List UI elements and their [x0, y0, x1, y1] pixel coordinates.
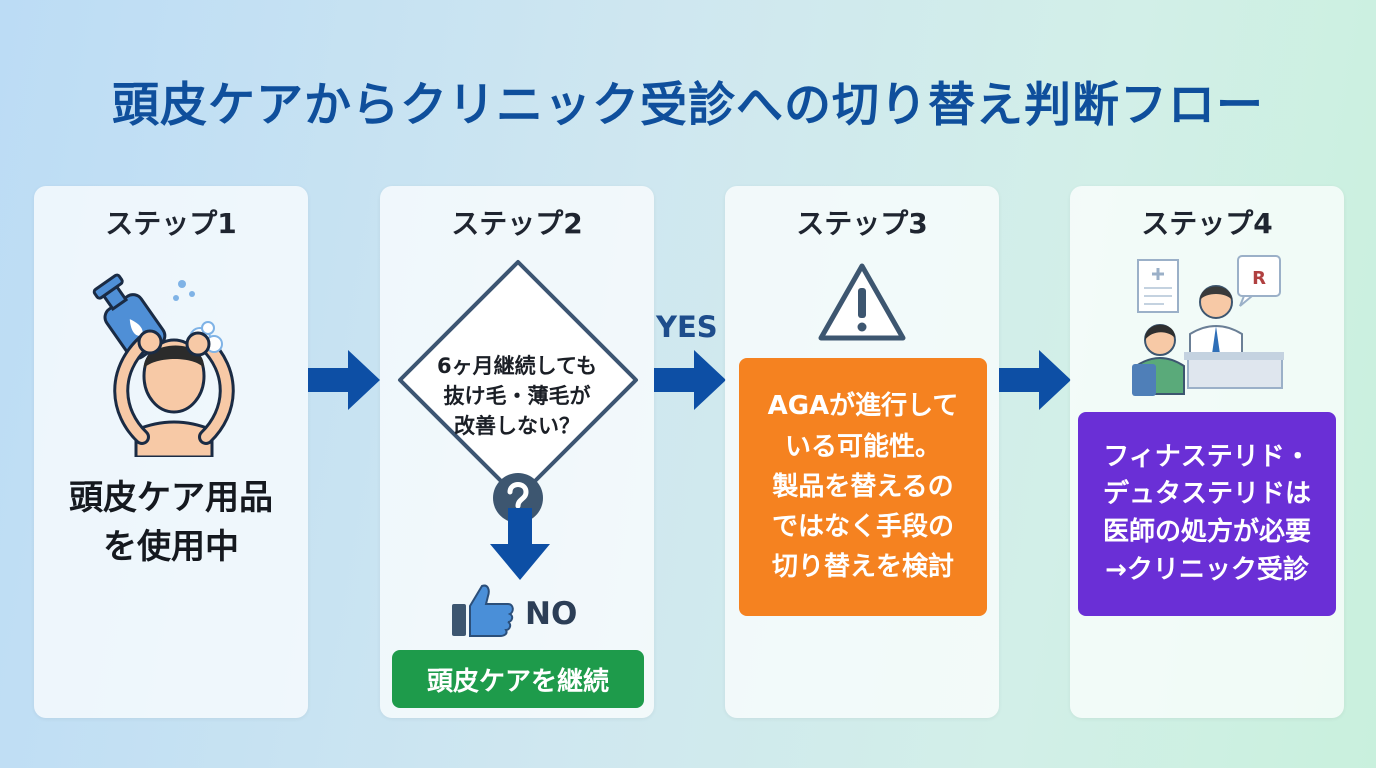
svg-text:R: R	[1252, 268, 1266, 289]
step-2-card: ステップ2 6ヶ月継続しても 抜け毛・薄毛が 改善しない？ NO 頭皮ケアを継続	[380, 186, 654, 718]
doctor-consultation-icon: R	[1132, 255, 1284, 396]
decision-question: 6ヶ月継続しても 抜け毛・薄毛が 改善しない？	[437, 354, 597, 438]
prescription-needed-box: フィナステリド・ デュタステリドは 医師の処方が必要 →クリニック受診	[1078, 412, 1336, 616]
page-title: 頭皮ケアからクリニック受診への切り替え判断フロー	[112, 78, 1264, 133]
arrow-right-2	[654, 350, 726, 410]
step-2-label: ステップ2	[451, 207, 583, 240]
thumbs-up-icon	[452, 584, 514, 637]
step-3-card: ステップ3 AGAが進行して いる可能性。 製品を替えるの ではなく手段の 切り…	[725, 186, 999, 718]
step-1-text: 頭皮ケア用品 を使用中	[69, 478, 273, 568]
step-1-label: ステップ1	[105, 207, 237, 240]
arrow-right-3	[999, 350, 1071, 410]
arrow-right-1	[308, 350, 380, 410]
warning-icon	[818, 263, 906, 341]
aga-progress-box: AGAが進行して いる可能性。 製品を替えるの ではなく手段の 切り替えを検討	[739, 358, 987, 616]
continue-scalp-care-box: 頭皮ケアを継続	[392, 650, 644, 708]
step-4-card: ステップ4 R フィナステリド・ デュタステリドは 医師の処方が必要 →クリニッ…	[1070, 186, 1344, 718]
yes-label: YES	[656, 310, 718, 344]
no-label: NO	[525, 596, 578, 632]
step-3-label: ステップ3	[796, 207, 928, 240]
shampoo-person-icon	[92, 273, 235, 457]
step-4-label: ステップ4	[1141, 207, 1273, 240]
step-1-card: ステップ1 頭皮ケア用品 を使用中	[34, 186, 308, 718]
arrow-down-no	[490, 508, 550, 580]
